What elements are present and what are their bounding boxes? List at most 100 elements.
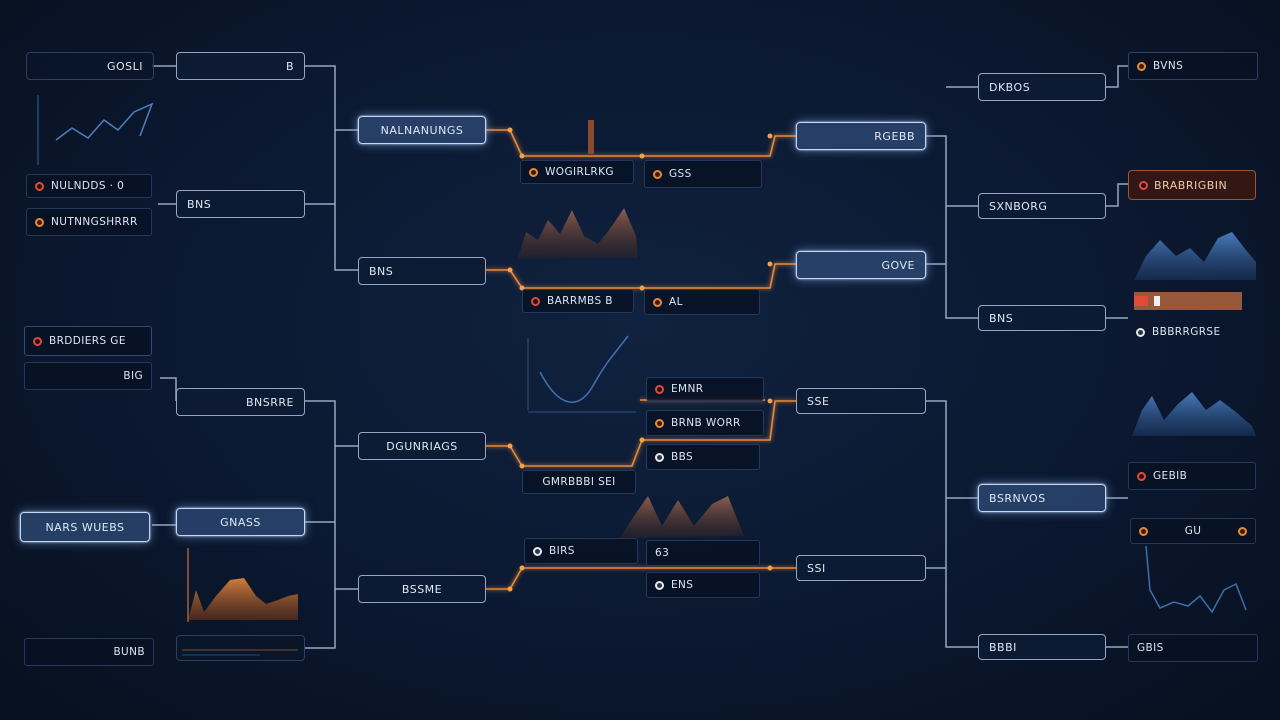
bracket-node-r7[interactable]: BNS (978, 305, 1106, 331)
status-dot-orange-icon (1137, 61, 1146, 71)
left-card-1[interactable]: NULNDDS · 0 (26, 174, 152, 198)
card-label: 63 (655, 547, 670, 559)
status-dot-white-icon (1136, 327, 1145, 337)
card-label: BRABRIGBIN (1154, 178, 1228, 192)
right-card-5[interactable]: GU (1130, 518, 1256, 544)
bracket-node-l4[interactable]: NALNANUNGS (358, 116, 486, 144)
bracket-node-l7[interactable]: GNASS (176, 508, 305, 536)
bracket-node-l10-bar[interactable] (176, 635, 305, 661)
center-card-5[interactable]: EMNR (646, 377, 764, 401)
bracket-node-r1[interactable]: RGEBB (796, 122, 926, 150)
status-dot-red-icon (1139, 180, 1148, 190)
node-label: BNS (989, 311, 1014, 325)
bracket-node-r5[interactable]: DKBOS (978, 73, 1106, 101)
bracket-node-r8[interactable]: BSRNVOS (978, 484, 1106, 512)
bracket-node-l5[interactable]: BNS (358, 257, 486, 285)
node-label: SSI (807, 561, 826, 575)
bracket-node-l8[interactable]: DGUNRIAGS (358, 432, 486, 460)
card-label: BBS (671, 451, 694, 463)
center-card-1[interactable]: WOGIRLRKG (520, 160, 634, 184)
status-dot-red-icon (35, 181, 44, 191)
bracket-node-r6[interactable]: SXNBORG (978, 193, 1106, 219)
mini-line-chart (37, 95, 154, 165)
card-label: BRNB WORR (671, 417, 741, 429)
status-dot-white-icon (655, 452, 664, 462)
node-label: GNASS (220, 515, 261, 529)
status-dot-red-icon (1137, 471, 1146, 481)
status-dot-red-icon (531, 296, 540, 306)
node-label: BBBI (989, 640, 1017, 654)
node-label: NALNANUNGS (380, 123, 464, 137)
center-card-10[interactable]: 63 (646, 540, 760, 566)
left-card-2[interactable]: NUTNNGSHRRR (26, 208, 152, 236)
center-card-8[interactable]: GMRBBBI SEI (522, 470, 636, 494)
card-label: BVNS (1153, 60, 1184, 72)
status-dot-white-icon (655, 580, 664, 590)
right-card-2[interactable]: BRABRIGBIN (1128, 170, 1256, 200)
mini-area-chart (620, 496, 744, 538)
right-card-4[interactable]: GEBIB (1128, 462, 1256, 490)
bracket-node-l9[interactable]: BSSME (358, 575, 486, 603)
left-card-4[interactable]: BIG (24, 362, 152, 390)
center-card-11[interactable]: ENS (646, 572, 760, 598)
card-label: BUNB (113, 646, 145, 658)
mini-line-chart (1145, 545, 1247, 614)
bar-indicator (1134, 292, 1242, 310)
node-label: BNS (187, 197, 212, 211)
node-label: BSRNVOS (989, 491, 1046, 505)
node-label: BNS (369, 264, 394, 278)
card-label: NUTNNGSHRRR (51, 216, 138, 228)
card-label: GMRBBBI SEI (542, 476, 616, 488)
center-card-9[interactable]: BIRS (524, 538, 638, 564)
left-card-6[interactable]: BUNB (24, 638, 154, 666)
bracket-node-l1[interactable]: GOSLI (26, 52, 154, 80)
center-card-6[interactable]: BRNB WORR (646, 410, 764, 436)
mini-area-chart (1134, 232, 1256, 280)
status-dot-orange-icon (529, 167, 538, 177)
center-card-4[interactable]: AL (644, 289, 760, 315)
node-label: GOSLI (106, 59, 143, 73)
center-card-2[interactable]: GSS (644, 160, 762, 188)
node-label: SSE (807, 394, 830, 408)
card-label: GEBIB (1153, 470, 1188, 482)
card-label: BARRMBS B (547, 295, 613, 307)
bracket-node-r3[interactable]: SSE (796, 388, 926, 414)
card-label: NULNDDS · 0 (51, 180, 125, 192)
status-dot-orange-icon (1238, 526, 1247, 536)
card-label: GU (1184, 525, 1202, 537)
card-label: AL (669, 296, 683, 308)
status-dot-orange-icon (655, 418, 664, 428)
mini-area-chart (1132, 392, 1256, 436)
card-label: BIRS (549, 545, 575, 557)
right-card-1[interactable]: BVNS (1128, 52, 1258, 80)
node-label: B (285, 59, 294, 73)
bracket-node-l3[interactable]: BNS (176, 190, 305, 218)
node-label: RGEBB (874, 129, 915, 143)
card-label: GBIS (1137, 642, 1164, 654)
node-label: SXNBORG (989, 199, 1048, 213)
card-label: NARS WUEBS (45, 520, 125, 534)
bracket-node-r9[interactable]: BBBI (978, 634, 1106, 660)
node-label: BSSME (401, 582, 443, 596)
bracket-node-r2[interactable]: GOVE (796, 251, 926, 279)
status-dot-orange-icon (653, 297, 662, 307)
status-dot-orange-icon (653, 169, 662, 179)
bracket-node-l6[interactable]: BNSRRE (176, 388, 305, 416)
bracket-node-l2[interactable]: B (176, 52, 305, 80)
right-card-6[interactable]: GBIS (1128, 634, 1258, 662)
bracket-node-r4[interactable]: SSI (796, 555, 926, 581)
status-dot-red-icon (33, 336, 42, 346)
node-label: DKBOS (989, 80, 1031, 94)
center-card-3[interactable]: BARRMBS B (522, 289, 634, 313)
node-label: GOVE (881, 258, 915, 272)
center-card-7[interactable]: BBS (646, 444, 760, 470)
status-dot-orange-icon (1139, 526, 1148, 536)
node-label: DGUNRIAGS (386, 439, 458, 453)
left-card-5[interactable]: NARS WUEBS (20, 512, 150, 542)
right-card-3[interactable]: BBBRRGRSE (1128, 320, 1248, 344)
status-dot-white-icon (533, 546, 542, 556)
left-card-3[interactable]: BRDDIERS GE (24, 326, 152, 356)
left-connectors (152, 65, 1128, 649)
